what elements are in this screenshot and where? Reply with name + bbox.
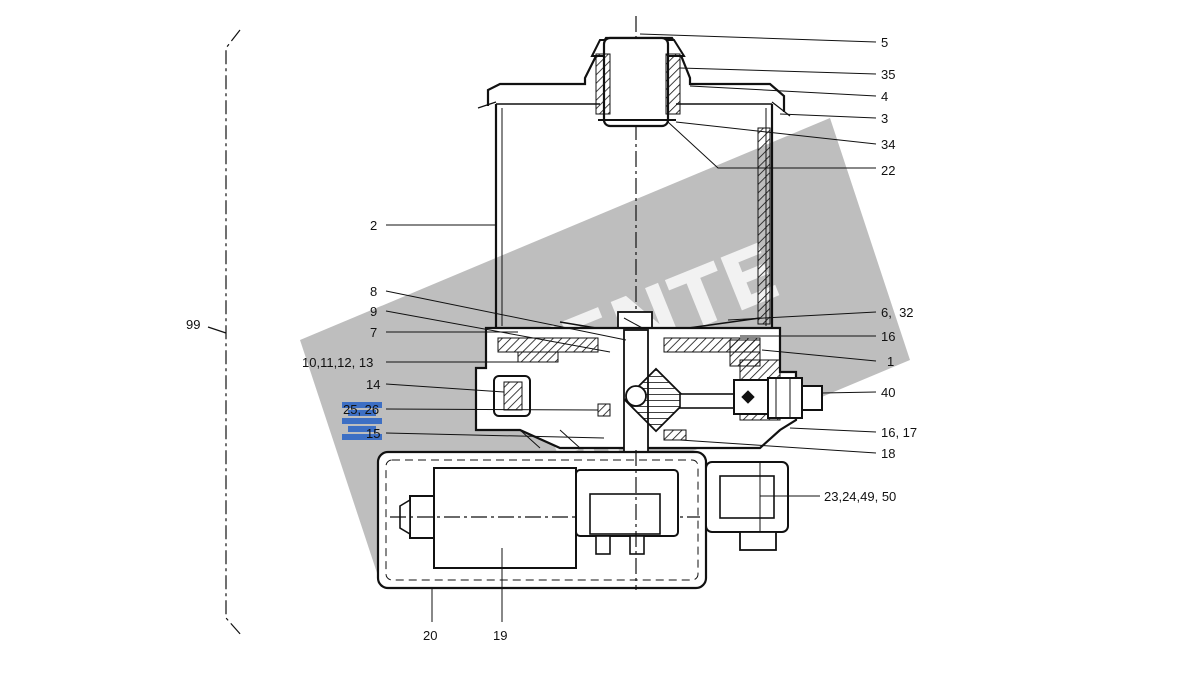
label-14: 14 bbox=[366, 377, 380, 392]
label-20: 20 bbox=[423, 628, 437, 643]
label-40: 40 bbox=[881, 385, 895, 400]
motor-case bbox=[376, 450, 708, 590]
label-2: 2 bbox=[370, 218, 377, 233]
watermark-moto-logo-icon bbox=[342, 402, 382, 440]
label-99: 99 bbox=[186, 317, 200, 332]
label-16-17: 16, 17 bbox=[881, 425, 917, 440]
label-8: 8 bbox=[370, 284, 377, 299]
leader-lines bbox=[385, 33, 877, 622]
electrical-connector bbox=[705, 461, 789, 551]
label-22: 22 bbox=[881, 163, 895, 178]
label-6-32: 6, 32 bbox=[881, 305, 914, 320]
filler-cap bbox=[590, 36, 686, 128]
label-34: 34 bbox=[881, 137, 895, 152]
label-3: 3 bbox=[881, 111, 888, 126]
label-9: 9 bbox=[370, 304, 377, 319]
outlet-fitting bbox=[733, 377, 823, 419]
assembly-bracket bbox=[207, 29, 243, 637]
label-15: 15 bbox=[366, 426, 380, 441]
label-25-26: 25, 26 bbox=[343, 402, 379, 417]
label-16: 16 bbox=[881, 329, 895, 344]
callout-labels: 5 35 4 3 34 22 6, 32 16 1 40 16, 17 18 2… bbox=[186, 35, 917, 643]
label-18: 18 bbox=[881, 446, 895, 461]
label-5: 5 bbox=[881, 35, 888, 50]
label-23-24-49-50: 23,24,49, 50 bbox=[824, 489, 896, 504]
label-10-11-12-13: 10,11,12, 13 bbox=[302, 355, 373, 370]
label-1: 1 bbox=[887, 354, 894, 369]
label-7: 7 bbox=[370, 325, 377, 340]
label-19: 19 bbox=[493, 628, 507, 643]
label-4: 4 bbox=[881, 89, 888, 104]
label-35: 35 bbox=[881, 67, 895, 82]
